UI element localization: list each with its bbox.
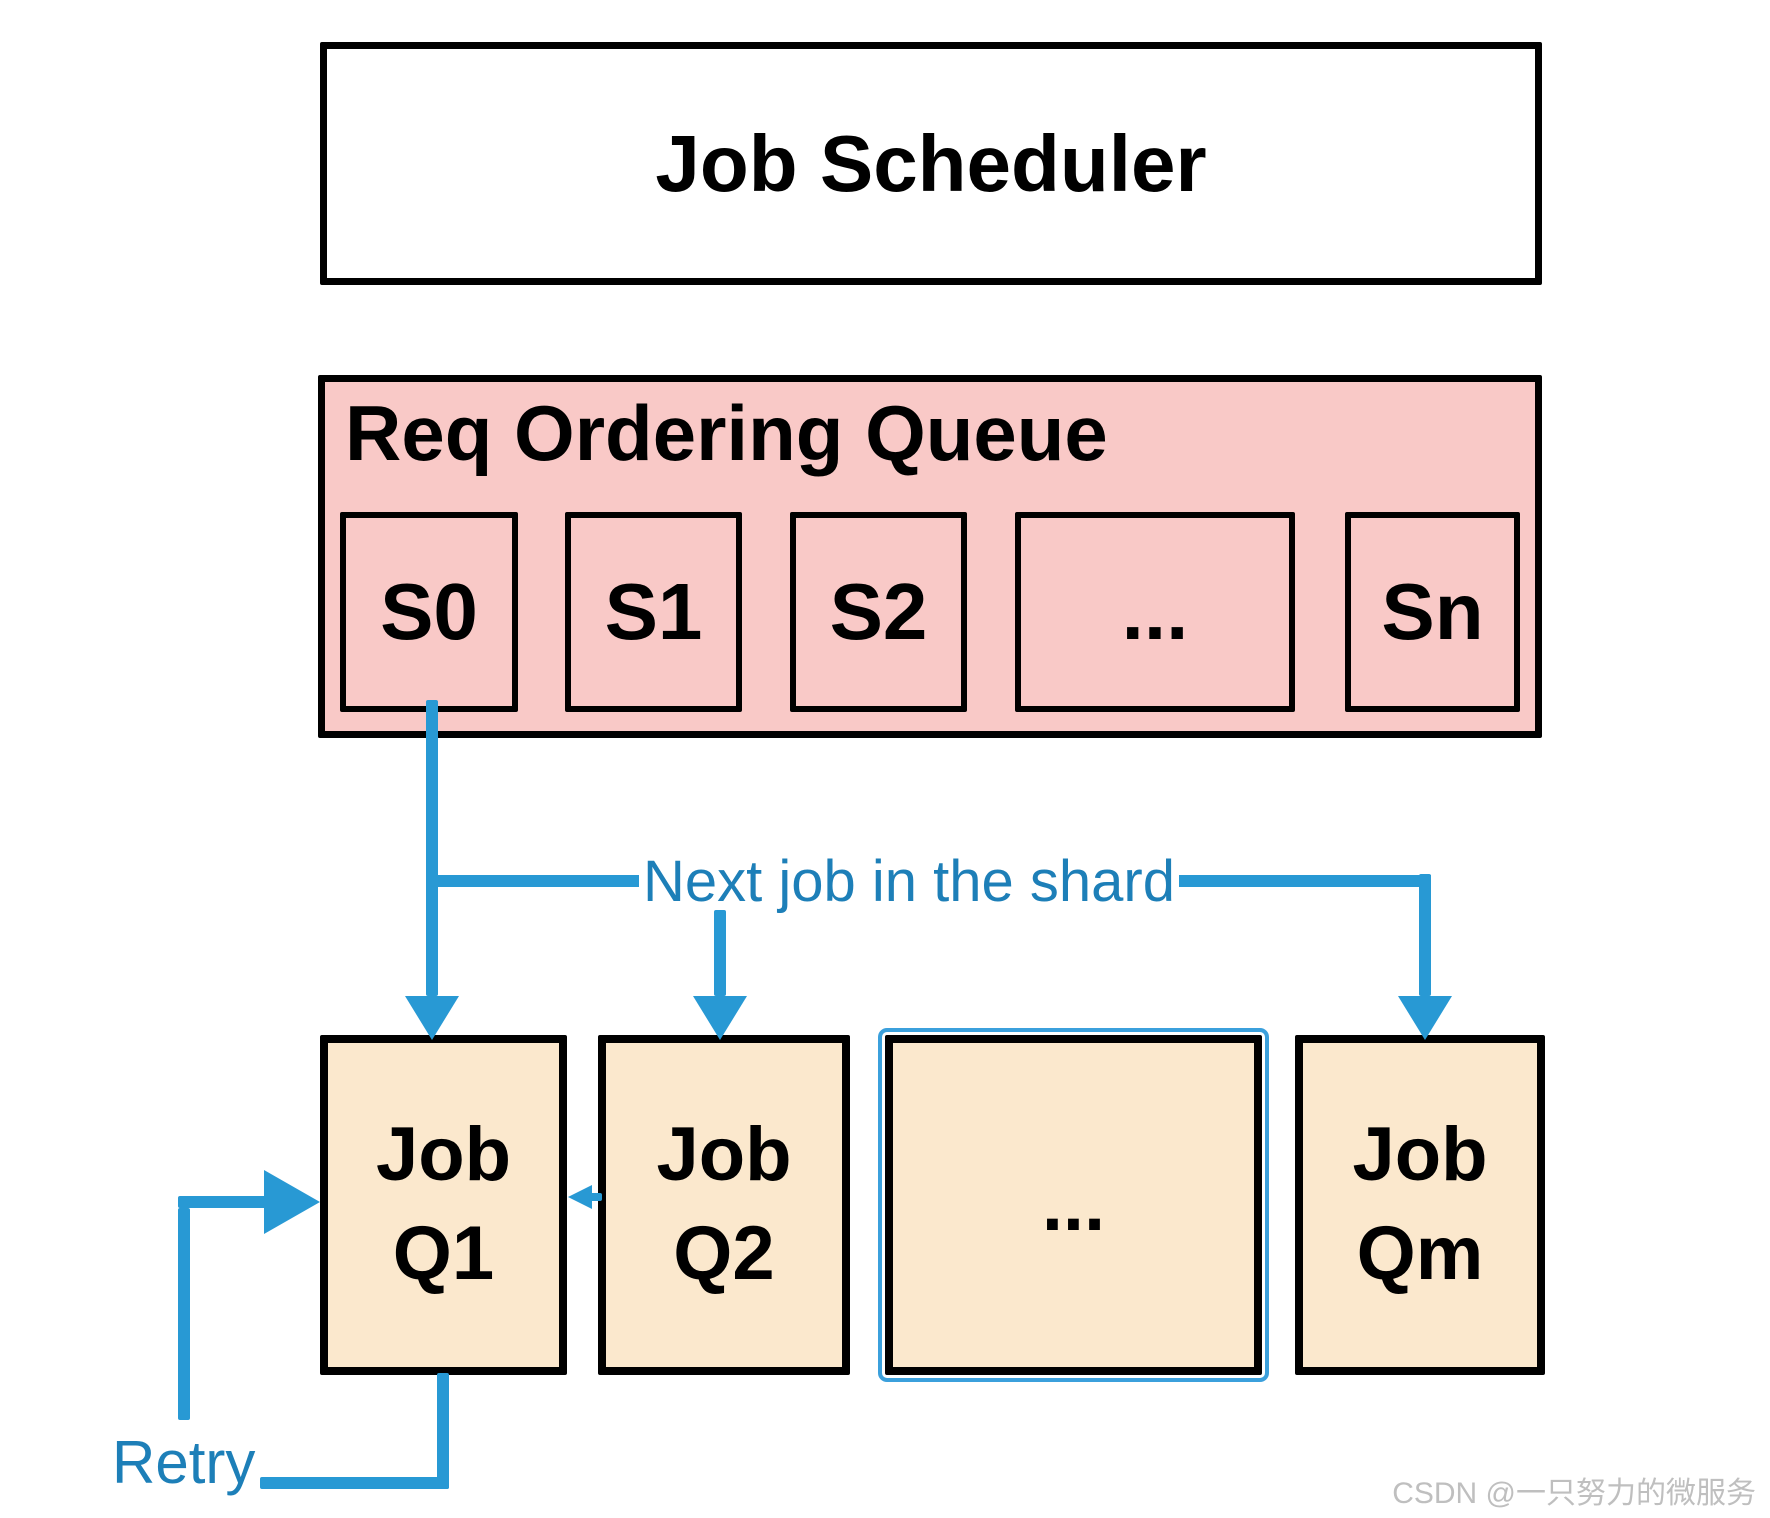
job-queue-qm-box: Job Qm xyxy=(1295,1035,1545,1375)
retry-arrowhead-into-q1 xyxy=(264,1170,320,1234)
arrowhead-into-qm xyxy=(1398,996,1452,1040)
connector-to-q2-vertical xyxy=(714,910,726,996)
job-queue-qm-label: Job Qm xyxy=(1352,1112,1488,1296)
shard-label-ellipsis: ... xyxy=(1121,567,1189,656)
shard-label-s2: S2 xyxy=(829,567,928,656)
shard-box-s0: S0 xyxy=(340,512,518,712)
shard-label-sn: Sn xyxy=(1381,567,1484,656)
retry-connector-bottom-horizontal xyxy=(260,1477,449,1489)
arrowhead-into-q1 xyxy=(405,996,459,1040)
retry-connector-top-horizontal xyxy=(178,1196,266,1208)
retry-label: Retry xyxy=(112,1429,256,1496)
req-ordering-queue-label: Req Ordering Queue xyxy=(345,389,1108,477)
shard-box-sn: Sn xyxy=(1345,512,1520,712)
connector-next-job-right-segment xyxy=(1178,875,1431,887)
next-job-label: Next job in the shard xyxy=(643,848,1175,914)
job-queue-q1-box: Job Q1 xyxy=(320,1035,567,1375)
shard-box-s2: S2 xyxy=(790,512,967,712)
arrowhead-q2-into-q1 xyxy=(568,1185,592,1209)
retry-connector-down-from-q1 xyxy=(437,1373,449,1489)
job-queue-q2-box: Job Q2 xyxy=(598,1035,850,1375)
shard-box-ellipsis: ... xyxy=(1015,512,1295,712)
connector-next-job-left-segment xyxy=(426,875,639,887)
connector-to-qm-vertical xyxy=(1419,874,1431,996)
shard-box-s1: S1 xyxy=(565,512,742,712)
shard-label-s1: S1 xyxy=(604,567,703,656)
job-queue-q1-label: Job Q1 xyxy=(375,1112,512,1296)
job-queue-ellipsis-box-selected: ... xyxy=(878,1028,1269,1382)
connector-s0-vertical xyxy=(426,700,438,996)
job-queue-ellipsis-label: ... xyxy=(1041,1161,1106,1247)
shard-label-s0: S0 xyxy=(380,567,478,656)
job-scheduler-box: Job Scheduler xyxy=(320,42,1542,285)
arrowhead-into-q2 xyxy=(693,996,747,1040)
next-job-annotation-row: Next job in the shard xyxy=(426,849,1431,914)
retry-connector-left-vertical xyxy=(178,1208,190,1420)
watermark-text: CSDN @一只努力的微服务 xyxy=(1392,1477,1756,1510)
job-queue-q2-label: Job Q2 xyxy=(656,1112,792,1296)
connector-q2-to-q1-shaft xyxy=(588,1193,602,1201)
job-scheduler-label: Job Scheduler xyxy=(655,118,1207,208)
